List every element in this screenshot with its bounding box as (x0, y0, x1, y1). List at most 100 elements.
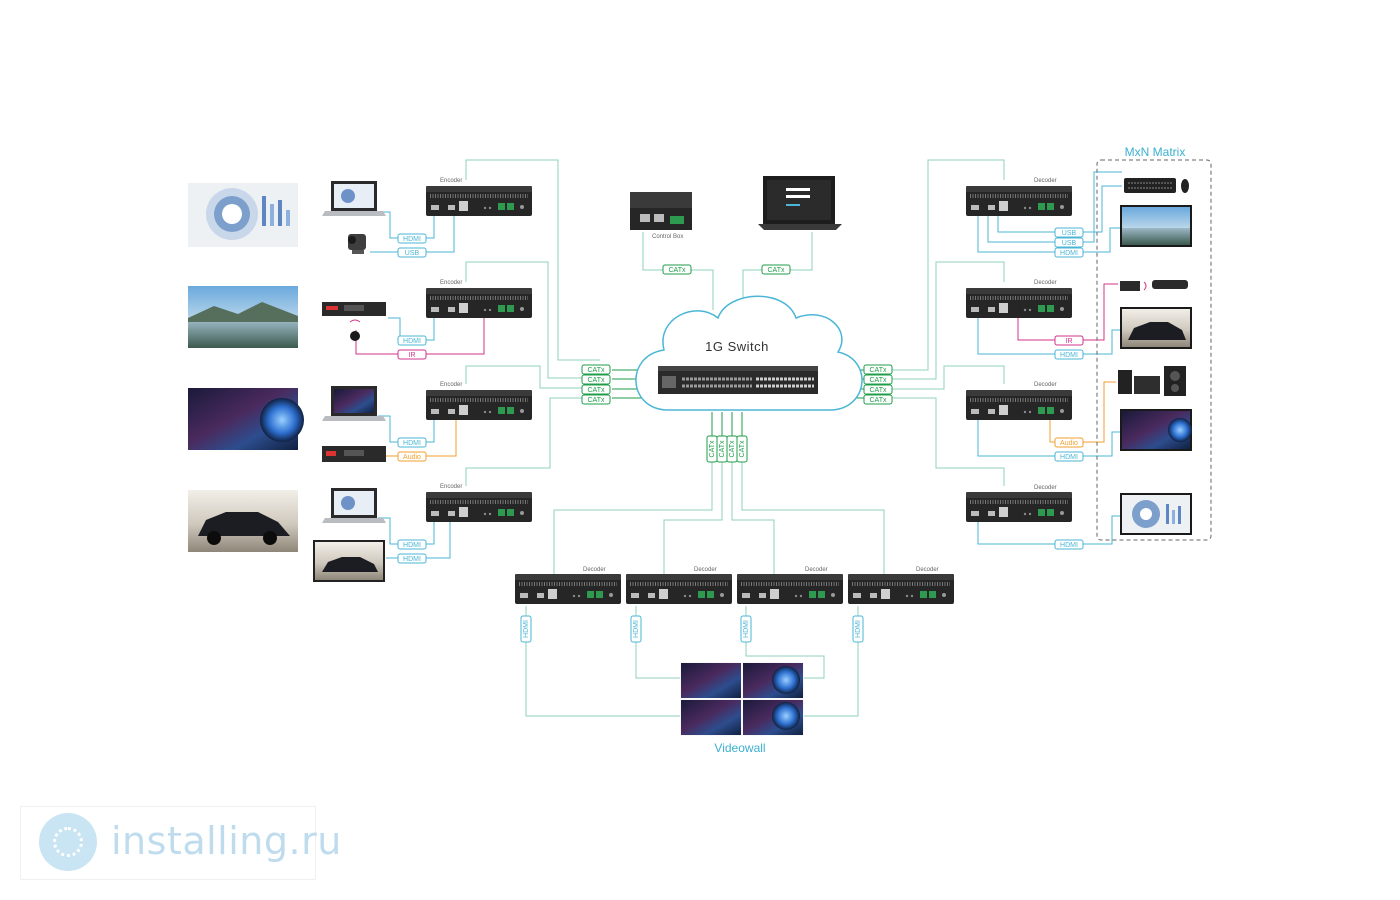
source-abstract-screen (188, 388, 304, 450)
decoder-label: Decoder (1034, 280, 1057, 286)
usb-tag: USB (405, 250, 420, 257)
hdmi-tag: HDMI (855, 620, 862, 638)
decoder-bottom-1 (513, 572, 623, 606)
encoder-3 (424, 388, 534, 422)
catx-tag: CATx (669, 267, 686, 274)
decoder-label: Decoder (694, 567, 717, 573)
usb-tag: USB (1062, 240, 1077, 247)
catx-tag: CATx (739, 440, 746, 457)
catx-tag: CATx (709, 440, 716, 457)
catx-tags-right: CATx CATx CATx CATx (863, 364, 893, 405)
decoder-bottom-4 (846, 572, 956, 606)
decoder-label: Decoder (805, 567, 828, 573)
hdmi-tags-bottom: HDMI HDMI HDMI HDMI (520, 615, 864, 643)
encoder-1 (424, 184, 534, 218)
laptop-3 (322, 488, 386, 523)
right-connector-tags: USB USB HDMI IR HDMI Audio HDMI HDMI (1054, 227, 1084, 550)
ir-tag: IR (409, 352, 416, 359)
control-box (630, 192, 692, 230)
decoder-right-1 (964, 184, 1074, 218)
speaker-system (1118, 366, 1186, 396)
catx-tags-top: CATx CATx (662, 264, 791, 275)
catx-tag: CATx (719, 440, 726, 457)
encoder-label: Encoder (440, 484, 462, 490)
network-switch (658, 366, 818, 394)
hdmi-tag: HDMI (1060, 352, 1078, 359)
catx-tag: CATx (870, 367, 887, 374)
catx-tag: CATx (729, 440, 736, 457)
hdmi-tag: HDMI (523, 620, 530, 638)
left-source-screens (188, 183, 304, 552)
decoder-label: Decoder (1034, 382, 1057, 388)
control-laptop (758, 176, 842, 230)
encoder-label: Encoder (440, 382, 462, 388)
catx-tag: CATx (768, 267, 785, 274)
ir-tag: IR (1066, 338, 1073, 345)
decoder-bottom-2 (624, 572, 734, 606)
audio-tag: Audio (1060, 440, 1078, 447)
catx-tag: CATx (870, 387, 887, 394)
catx-tag: CATx (870, 377, 887, 384)
set-top-box-1 (322, 302, 386, 316)
display-car-right (1120, 307, 1192, 349)
encoder-4 (424, 490, 534, 524)
monitor-car (313, 540, 385, 582)
hdmi-tag: HDMI (633, 620, 640, 638)
display-chart-right (1120, 493, 1192, 535)
switch-label: 1G Switch (705, 339, 769, 354)
watermark-logo-icon (39, 813, 97, 871)
encoder-2 (424, 286, 534, 320)
decoder-right-3 (964, 388, 1074, 422)
decoder-right-4 (964, 490, 1074, 524)
decoder-label: Decoder (916, 567, 939, 573)
matrix-outline (1096, 159, 1212, 541)
encoder-label: Encoder (440, 178, 462, 184)
catx-tags-left: CATx CATx CATx CATx (581, 364, 611, 405)
catx-tag: CATx (588, 367, 605, 374)
videowall-label: Videowall (714, 741, 765, 755)
decoder-label: Decoder (1034, 485, 1057, 491)
catx-tag: CATx (870, 397, 887, 404)
source-car-screen (188, 490, 298, 552)
hdmi-tag: HDMI (403, 556, 421, 563)
left-source-devices (313, 181, 386, 582)
left-connector-tags: HDMI USB HDMI IR HDMI Audio HDMI HDMI (397, 233, 427, 564)
hdmi-tag: HDMI (403, 542, 421, 549)
usb-tag: USB (1062, 230, 1077, 237)
set-top-box-2 (322, 446, 386, 462)
source-lake-screen (188, 286, 298, 348)
decoder-label: Decoder (1034, 178, 1057, 184)
usb-camera (348, 234, 366, 254)
decoder-right-2 (964, 286, 1074, 320)
hdmi-tag: HDMI (1060, 542, 1078, 549)
watermark: installing.ru (20, 806, 341, 880)
watermark-text: installing.ru (111, 819, 342, 863)
hdmi-tag: HDMI (403, 338, 421, 345)
control-box-label: Control Box (652, 234, 683, 240)
laptop-1 (322, 181, 386, 216)
matrix-label: MxN Matrix (1125, 145, 1186, 159)
display-lake-right (1120, 205, 1192, 247)
videowall (680, 662, 804, 736)
right-devices (1118, 178, 1192, 535)
decoder-bottom-3 (735, 572, 845, 606)
hdmi-tag: HDMI (403, 440, 421, 447)
source-chart-screen (188, 183, 298, 247)
hdmi-tag: HDMI (1060, 454, 1078, 461)
catx-tag: CATx (588, 377, 605, 384)
catx-tags-bottom: CATx CATx CATx CATx (706, 435, 748, 463)
hdmi-tag: HDMI (743, 620, 750, 638)
ir-emitter-left (349, 319, 361, 341)
encoder-label: Encoder (440, 280, 462, 286)
decoders-bottom (513, 572, 956, 606)
audio-tag: Audio (403, 454, 421, 461)
mouse-icon (1181, 179, 1189, 193)
hdmi-tag: HDMI (403, 236, 421, 243)
decoder-label: Decoder (583, 567, 606, 573)
media-player-right (1120, 280, 1188, 291)
display-abstract-right (1120, 409, 1192, 451)
keyboard-icon (1124, 178, 1176, 193)
catx-tag: CATx (588, 397, 605, 404)
laptop-2 (322, 386, 386, 421)
